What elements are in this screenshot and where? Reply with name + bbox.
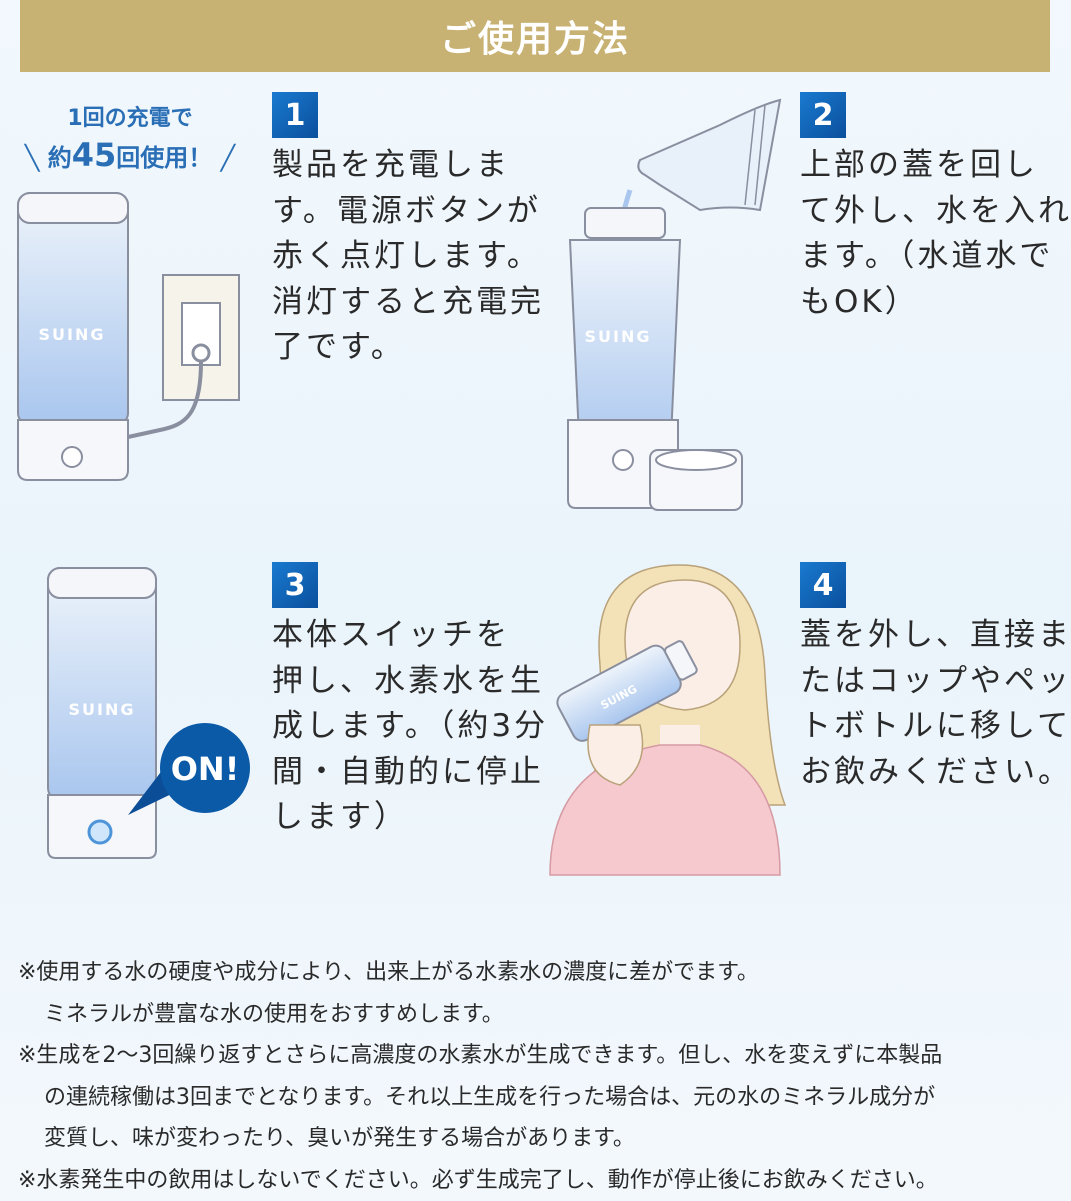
- charge-line1: 1回の充電で: [14, 100, 246, 132]
- note-line: ※生成を2〜3回繰り返すとさらに高濃度の水素水が生成できます。但し、水を変えずに…: [18, 1035, 942, 1077]
- step-line: お飲みください。: [800, 750, 1060, 796]
- woman-drinking-illustration: SUING: [540, 555, 790, 885]
- switch-on-illustration: SUING ON!: [40, 560, 270, 870]
- logo: SUING: [69, 700, 136, 719]
- charge-prefix: 約: [48, 144, 72, 172]
- step-1-badge: 1: [272, 92, 318, 138]
- charge-suffix: 回使用！: [116, 144, 212, 172]
- step-4-badge: 4: [800, 562, 846, 608]
- step-line: ます。（水道水で: [800, 234, 1060, 280]
- charge-count: 45: [72, 136, 117, 174]
- step-line: たはコップやペッ: [800, 659, 1060, 705]
- logo: SUING: [39, 325, 106, 344]
- step-line: 本体スイッチを: [272, 613, 532, 659]
- charge-info: 1回の充電で ╲ 約45回使用！ ╱: [14, 100, 246, 174]
- on-bubble-text: ON!: [171, 750, 240, 788]
- step-line: 製品を充電しま: [272, 143, 532, 189]
- step-1-text: 製品を充電します。電源ボタンが赤く点灯します。消灯すると充電完了です。: [272, 143, 532, 371]
- page-title: ご使用方法: [440, 10, 630, 62]
- step-line: 消灯すると充電完: [272, 280, 532, 326]
- charging-bottle-illustration: SUING: [10, 185, 250, 495]
- step-line: 間・自動的に停止: [272, 750, 532, 796]
- note-line: の連続稼働は3回までとなります。それ以上生成を行った場合は、元の水のミネラル成分…: [18, 1077, 942, 1119]
- step-line: 上部の蓋を回し: [800, 143, 1060, 189]
- step-3-badge: 3: [272, 562, 318, 608]
- logo: SUING: [585, 327, 652, 346]
- step-line: します）: [272, 795, 532, 841]
- notes: ※使用する水の硬度や成分により、出来上がる水素水の濃度に差がでます。 ミネラルが…: [18, 952, 942, 1201]
- step-line: トボトルに移して: [800, 704, 1060, 750]
- step-2-badge: 2: [800, 92, 846, 138]
- step-line: 了です。: [272, 325, 532, 371]
- filling-bottle-illustration: SUING: [550, 90, 800, 515]
- step-line: て外し、水を入れ: [800, 189, 1060, 235]
- note-line: 変質し、味が変わったり、臭いが発生する場合があります。: [18, 1118, 942, 1160]
- page-header: ご使用方法: [20, 0, 1050, 72]
- note-line: ※水素発生中の飲用はしないでください。必ず生成完了し、動作が停止後にお飲みくださ…: [18, 1160, 942, 1201]
- step-line: もOK）: [800, 280, 1060, 326]
- step-3-text: 本体スイッチを押し、水素水を生成します。（約3分間・自動的に停止します）: [272, 613, 532, 841]
- step-4-text: 蓋を外し、直接またはコップやペットボトルに移してお飲みください。: [800, 613, 1060, 795]
- step-2-text: 上部の蓋を回して外し、水を入れます。（水道水でもOK）: [800, 143, 1060, 325]
- step-line: 押し、水素水を生: [272, 659, 532, 705]
- step-line: 赤く点灯します。: [272, 234, 532, 280]
- step-line: 成します。（約3分: [272, 704, 532, 750]
- step-line: す。電源ボタンが: [272, 189, 532, 235]
- step-line: 蓋を外し、直接ま: [800, 613, 1060, 659]
- note-line: ミネラルが豊富な水の使用をおすすめします。: [18, 994, 942, 1036]
- note-line: ※使用する水の硬度や成分により、出来上がる水素水の濃度に差がでます。: [18, 952, 942, 994]
